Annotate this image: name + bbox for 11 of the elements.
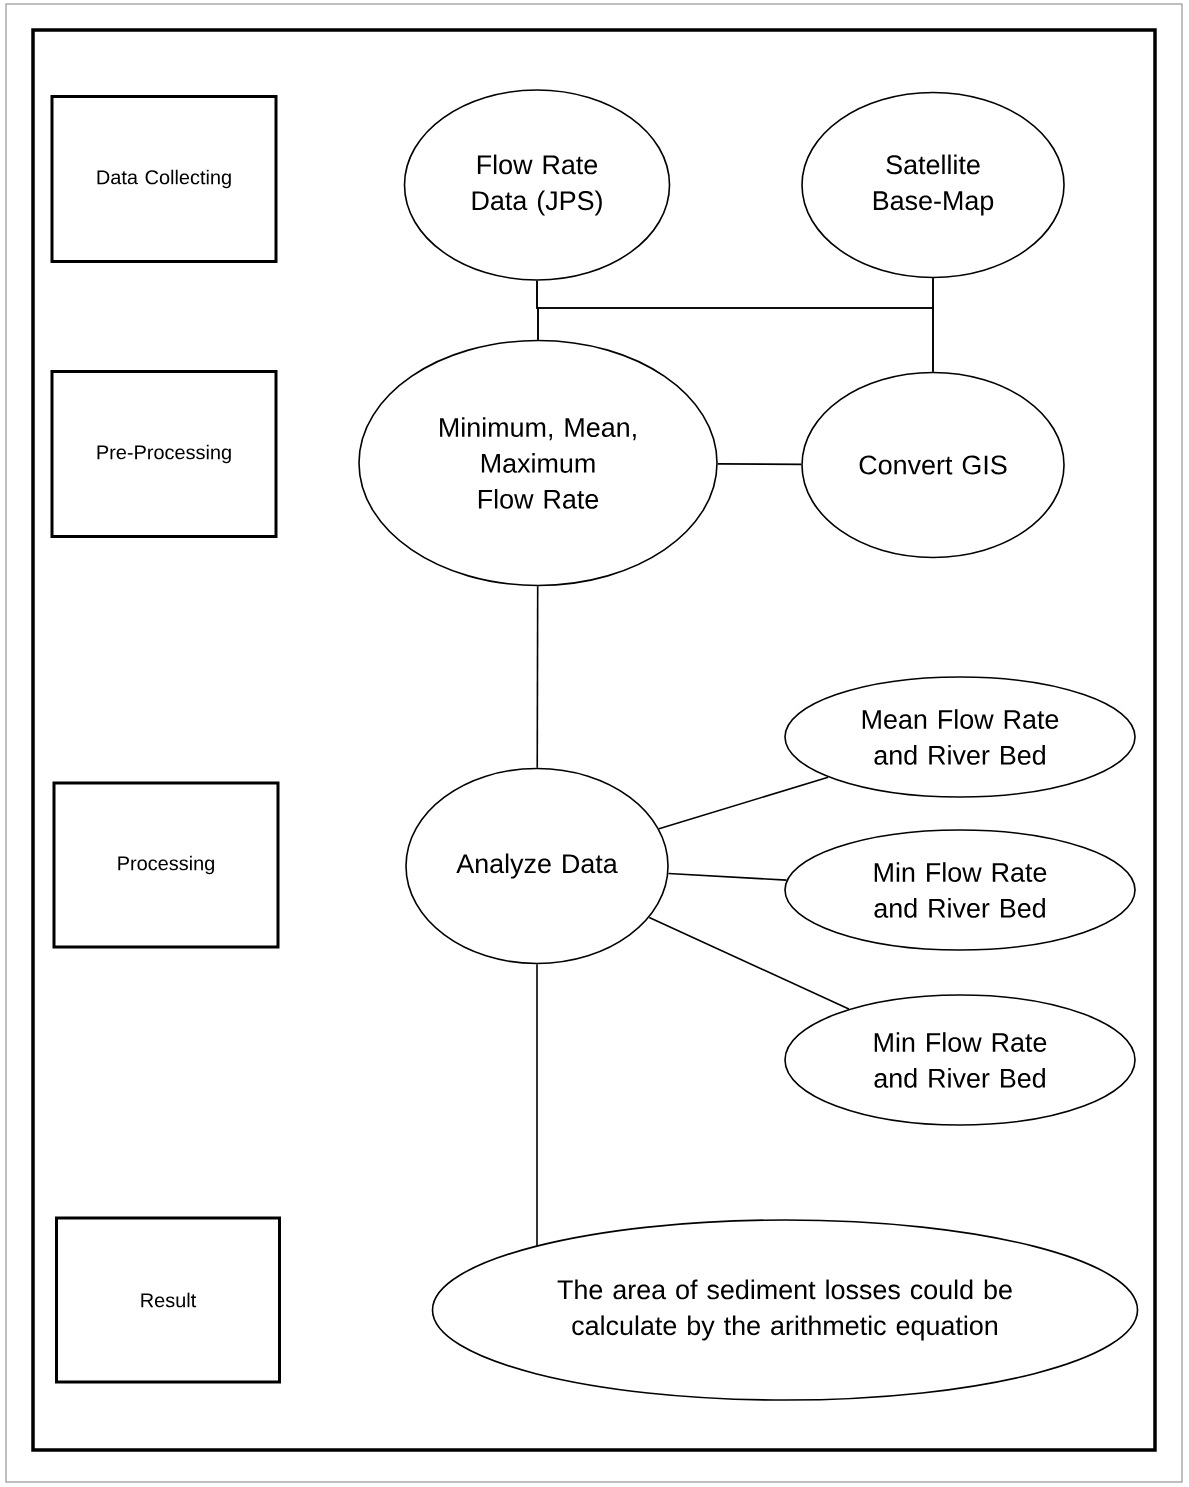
- stage-box: Pre-Processing: [50, 370, 278, 538]
- stage-box: Data Collecting: [50, 95, 278, 263]
- connector-line: [667, 872, 788, 881]
- connector-line: [717, 463, 802, 466]
- connector-line: [536, 963, 538, 1247]
- stage-box: Result: [55, 1216, 281, 1384]
- connector-line: [536, 585, 539, 769]
- connector-line: [658, 776, 829, 830]
- stage-box: Processing: [52, 781, 280, 949]
- connector-line: [648, 916, 850, 1010]
- connector-line: [932, 277, 934, 373]
